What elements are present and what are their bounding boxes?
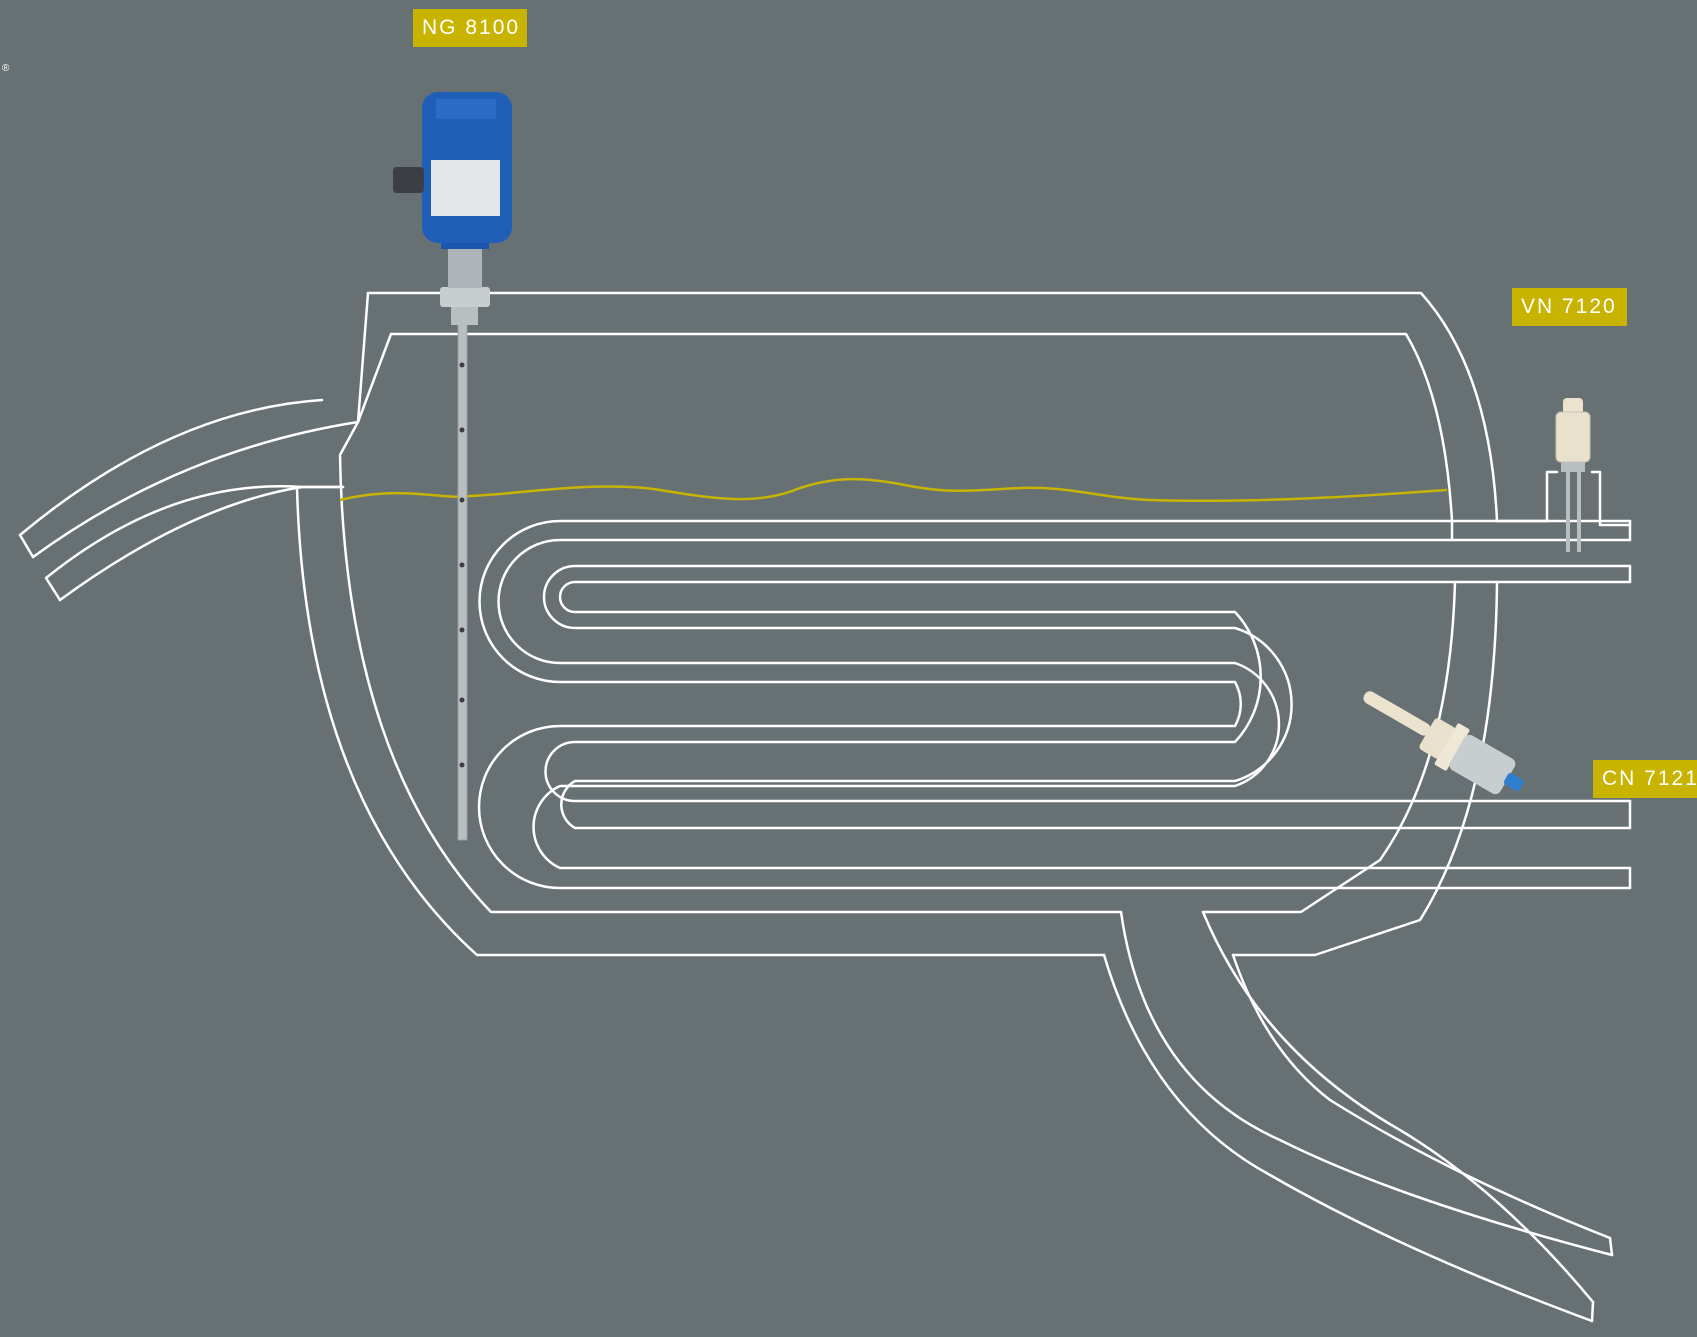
outlet-pipe [1102, 910, 1614, 1323]
fork-tine [1577, 472, 1581, 552]
tank-shell-inner-left [338, 291, 1123, 914]
inlet-pipe-wall [31, 420, 360, 559]
coil-wall [497, 538, 1632, 870]
liquid-level-line [339, 477, 1448, 503]
probe-hole [459, 627, 465, 633]
probe-base [1419, 718, 1456, 759]
outlet-pipe-wall [1102, 953, 1594, 1323]
probe-hex-nut [440, 287, 490, 307]
nozzle-wall [1495, 470, 1559, 523]
tank-shell-outer-bottom [1231, 580, 1499, 957]
outlet-pipe-end [1590, 1300, 1595, 1323]
inlet-pipe [18, 398, 360, 602]
inlet-pipe-end [18, 533, 35, 559]
tank-shell-inner-bottom [1201, 580, 1457, 914]
tank-shell-inner-top [389, 332, 1454, 523]
tank-inlet-join [356, 332, 393, 424]
heating-coil [477, 519, 1632, 890]
ng-8100-label: NG 8100 [413, 9, 527, 47]
outlet-pipe-wall [1119, 910, 1614, 1257]
probe-neck [448, 243, 482, 288]
tank-shell-outer-left [295, 485, 1106, 957]
product-label-plate [431, 160, 500, 216]
outlet-pipe-end [1608, 1236, 1614, 1257]
vn-7120-sensor [1555, 398, 1591, 552]
sensor-nozzle [1450, 470, 1632, 542]
radar-probe-rod [457, 319, 468, 841]
vibrating-fork-level-switch-icon [1555, 398, 1591, 552]
inlet-pipe-wall [44, 485, 304, 602]
switch-housing [1555, 411, 1591, 463]
capacitive-level-switch-icon [1363, 691, 1524, 795]
coil-wall [542, 564, 1632, 830]
housing-collar [441, 238, 489, 249]
outlet-pipe-wall [1201, 910, 1595, 1304]
probe-hole [459, 362, 465, 368]
switch-thread [1561, 462, 1585, 472]
tank-wall [295, 291, 1499, 957]
probe-hole [459, 762, 465, 768]
cn-7121-sensor [1363, 691, 1524, 795]
cable-gland [393, 167, 424, 193]
ng-8100-sensor [393, 92, 512, 841]
registered-mark: ® [2, 63, 10, 74]
coil-outer-wall [477, 519, 1632, 890]
probe-flange [1434, 723, 1470, 771]
capacitive-probe-tip [1363, 691, 1431, 736]
coil-inner-wall [544, 580, 1632, 803]
cn-7121-label: CN 7121 [1593, 760, 1697, 798]
tank-shell-outer-top [366, 291, 1499, 523]
probe-hole [459, 497, 465, 503]
outlet-pipe-wall [1231, 953, 1612, 1240]
probe-hole [459, 427, 465, 433]
switch-body [1449, 734, 1516, 795]
switch-cap [1563, 398, 1583, 414]
nozzle-wall [1590, 470, 1632, 527]
housing-cap [436, 99, 496, 119]
connector [1503, 773, 1524, 792]
vn-7120-label: VN 7120 [1512, 288, 1627, 326]
guided-wave-radar-level-sensor-icon [393, 92, 512, 841]
fork-tine [1566, 472, 1570, 552]
inlet-pipe-wall [18, 398, 324, 537]
inlet-pipe-wall [58, 485, 345, 602]
probe-hole [459, 697, 465, 703]
probe-hole [459, 562, 465, 568]
